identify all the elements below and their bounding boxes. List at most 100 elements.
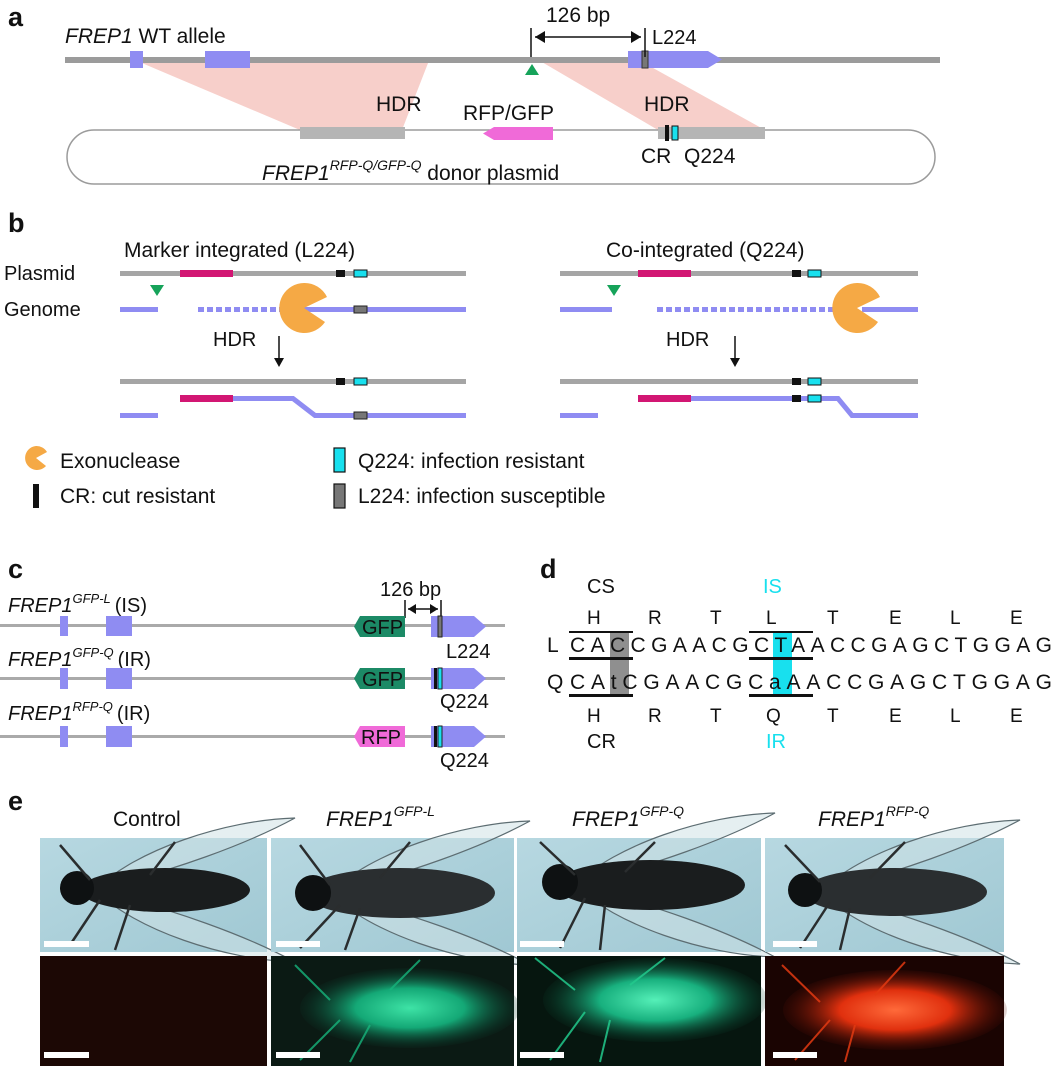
- aa-bot-3: T: [710, 706, 722, 727]
- col-title-gfp-q: FREP1GFP-Q: [572, 803, 684, 831]
- c-line1-exon3: [431, 616, 486, 637]
- right-cut-site-icon: [607, 285, 621, 296]
- c-line3-exon2: [106, 726, 132, 747]
- right-result-cr: [792, 378, 801, 385]
- codon-line-q1: [569, 694, 633, 697]
- right-exonuclease-icon: [832, 282, 880, 333]
- brightfield-control: [40, 817, 296, 963]
- distance-label: 126 bp: [546, 4, 610, 27]
- c-line2-cr: [434, 668, 437, 689]
- distance-arrow-left: [535, 31, 545, 43]
- c-line2-site-label: Q224: [440, 691, 489, 713]
- aa-bottom-row: H R T Q T E L E: [587, 706, 1023, 727]
- cr-mark: [665, 125, 669, 141]
- wt-allele-backbone: [65, 57, 940, 63]
- c-line2-marker: [354, 668, 405, 689]
- c-line3-exon1: [60, 726, 68, 747]
- rfp-gfp-marker: [483, 127, 553, 140]
- aa-bot-4: Q: [766, 706, 781, 727]
- exon-2: [205, 51, 250, 68]
- plasmid-label: Plasmid: [4, 263, 75, 285]
- panel-d: d CS IS H R T L T E L E L CACCGAACGCTAAC…: [540, 554, 1052, 753]
- left-plasmid-line: [120, 271, 466, 276]
- legend-l224: L224: infection susceptible: [358, 485, 606, 508]
- codon-top-line1: [569, 631, 633, 633]
- donor-plasmid-label: FREP1RFP-Q/GFP-Q donor plasmid: [262, 157, 559, 185]
- c-line1-marker: [354, 616, 405, 637]
- right-hdr-label: HDR: [666, 329, 709, 351]
- panel-c-label: c: [8, 554, 23, 584]
- wt-allele-label: FREP1 WT allele: [65, 25, 226, 48]
- c-line-gfp-l: FREP1GFP-L(IS) GFP L224: [0, 591, 505, 663]
- c-line2-exon2: [106, 668, 132, 689]
- legend-q224: Q224: infection resistant: [358, 450, 585, 473]
- aa-bot-5: T: [827, 706, 839, 727]
- l224-label: L224: [652, 27, 697, 49]
- left-result-marker: [180, 395, 233, 402]
- left-genome-left: [120, 307, 158, 312]
- codon-line-l2: [749, 657, 813, 660]
- row-q-label: Q: [547, 671, 563, 694]
- c-line1-backbone: [0, 624, 505, 627]
- c-distance-arrow-right: [430, 604, 438, 614]
- c-line2-exon1: [60, 668, 68, 689]
- legend-cr: CR: cut resistant: [60, 485, 215, 508]
- aa-top-6: E: [889, 608, 902, 629]
- col-title-control: Control: [113, 808, 181, 831]
- panel-a: a FREP1 WT allele 126 bp L224 HDR HDR RF…: [8, 2, 940, 185]
- right-hdr-arrowhead: [730, 358, 740, 367]
- c-distance-label: 126 bp: [380, 579, 441, 601]
- c-line2-marker-label: GFP: [362, 669, 403, 691]
- legend-q224-icon: [333, 447, 346, 473]
- distance-arrow-right: [631, 31, 641, 43]
- legend-exonuclease-icon: [25, 445, 47, 470]
- left-result-genome-left: [120, 413, 158, 418]
- c-line1-marker-label: GFP: [362, 617, 403, 639]
- panel-c: c 126 bp FREP1GFP-L(IS) GFP L224 FREP1GF…: [0, 554, 505, 772]
- legend-exonuclease: Exonuclease: [60, 450, 180, 473]
- col-title-rfp-q: FREP1RFP-Q: [818, 803, 929, 831]
- right-result-genome-left: [560, 413, 598, 418]
- is-highlight: [773, 632, 792, 694]
- c-line2-site: [437, 667, 443, 690]
- fluorescence-rfp-q: [765, 956, 1007, 1066]
- left-hdr-label: HDR: [213, 329, 256, 351]
- panel-d-label: d: [540, 554, 557, 584]
- is-label: IS: [763, 576, 782, 598]
- aa-top-4: L: [766, 608, 777, 629]
- ir-label: IR: [766, 731, 786, 753]
- c-line3-marker-label: RFP: [361, 727, 401, 749]
- exon-1: [130, 51, 143, 68]
- c-line1-site: [437, 615, 443, 638]
- c-line3-site-label: Q224: [440, 750, 489, 772]
- c-line3-backbone: [0, 735, 505, 738]
- codon-top-line2: [749, 631, 813, 633]
- left-plasmid-q224: [353, 269, 368, 278]
- left-homology-arm: [300, 127, 405, 139]
- marker-label: RFP/GFP: [463, 102, 554, 125]
- right-genome-resected: [654, 307, 834, 312]
- c-line3-label: FREP1RFP-Q(IR): [8, 699, 150, 725]
- right-genome-left: [560, 307, 612, 312]
- q224-mark: [671, 125, 679, 141]
- left-genome-right: [300, 307, 466, 312]
- panel-e: e Control FREP1GFP-L FREP1GFP-Q FREP1RFP…: [8, 786, 1021, 1066]
- right-homology-arm: [658, 127, 765, 139]
- hdr-left-label: HDR: [376, 93, 422, 116]
- left-plasmid-cr: [336, 270, 345, 277]
- hdr-left-shade: [130, 58, 430, 130]
- left-result-plasmid: [120, 379, 466, 384]
- c-line1-exon2: [106, 616, 132, 636]
- fluorescence-gfp-l: [271, 956, 520, 1066]
- c-line2-exon3: [431, 668, 486, 689]
- cr-label-d: CR: [587, 731, 616, 753]
- seq-l: CACCGAACGCTAACCGAGCTGGAG: [570, 634, 1052, 657]
- exon-3-arrow: [628, 51, 722, 68]
- right-result-genome-path: [691, 396, 918, 418]
- panel-b: b Marker integrated (L224) Co-integrated…: [4, 208, 918, 509]
- brightfield-gfp-q: [517, 812, 776, 958]
- legend-cr-icon: [33, 484, 39, 508]
- aa-bot-8: E: [1010, 706, 1023, 727]
- fluorescence-control: [40, 956, 267, 1066]
- left-result-q224: [353, 377, 368, 386]
